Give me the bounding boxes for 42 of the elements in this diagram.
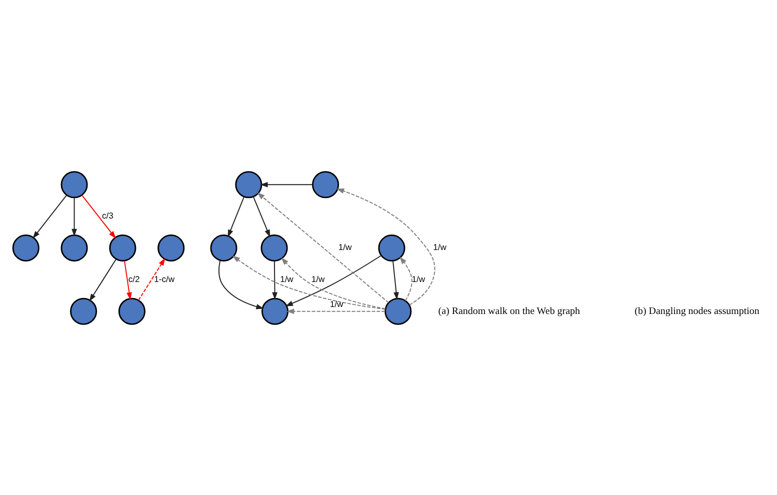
- edge-label: 1/w: [280, 273, 294, 284]
- node-circle: [118, 297, 146, 324]
- edge-label: 1/w: [311, 273, 325, 284]
- node-circle: [261, 297, 288, 324]
- arrow: [257, 192, 390, 303]
- arrow: [392, 260, 399, 300]
- edge-label: c/3: [102, 210, 114, 220]
- node-circle: [235, 170, 262, 198]
- node-circle: [260, 234, 288, 262]
- arrow: [32, 194, 68, 238]
- edge-label: 1/w: [338, 242, 352, 252]
- arrow: [228, 196, 245, 237]
- arrow: [232, 255, 386, 310]
- arrow: [138, 257, 166, 300]
- arrow: [272, 260, 278, 300]
- edge-label: 1/w: [330, 298, 344, 308]
- edge-label: c/2: [128, 273, 140, 284]
- edge-label: 1-c/w: [154, 273, 175, 284]
- arrow: [218, 259, 264, 309]
- node-circle: [210, 234, 238, 262]
- arrow: [124, 260, 132, 300]
- arrow: [260, 181, 314, 187]
- arrow: [72, 196, 77, 236]
- arrow: [81, 194, 116, 238]
- node-circle: [109, 234, 136, 262]
- arrow: [336, 188, 436, 305]
- node-circle: [378, 234, 406, 262]
- node-circle: [60, 170, 88, 198]
- arrow: [286, 308, 386, 314]
- node-circle: [70, 297, 98, 324]
- label: (b) Dangling nodes assumption: [634, 305, 760, 316]
- node-circle: [158, 234, 185, 262]
- arrow: [89, 258, 117, 302]
- arrow: [252, 196, 270, 237]
- label: (a) Random walk on the Web graph: [438, 305, 580, 316]
- edge-label: 1/w: [412, 273, 426, 284]
- edge-label: 1/w: [433, 242, 446, 252]
- node-circle: [312, 170, 340, 198]
- arrow: [400, 256, 412, 301]
- node-circle: [12, 234, 40, 262]
- node-circle: [60, 234, 88, 262]
- node-circle: [384, 297, 412, 324]
